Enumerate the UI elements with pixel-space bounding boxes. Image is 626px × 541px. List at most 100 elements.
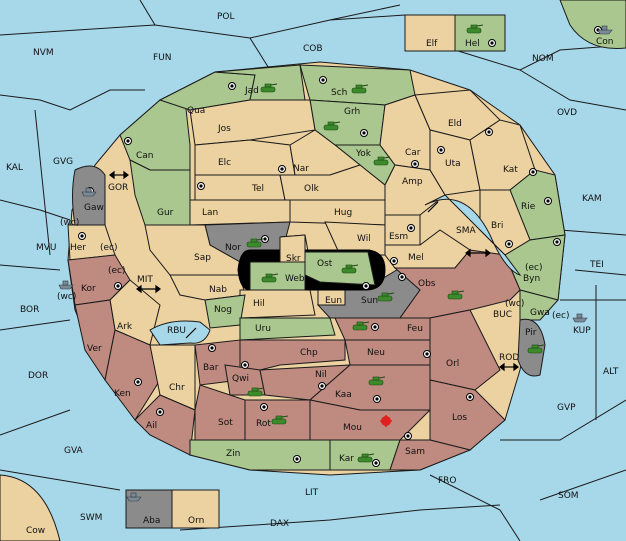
province-tel[interactable]: [194, 174, 286, 201]
tank-icon[interactable]: [261, 273, 279, 283]
label-car: Car: [405, 148, 421, 158]
label-bar: Bar: [203, 363, 219, 373]
label-esm: Esm: [389, 232, 408, 242]
label-cob: COB: [303, 44, 323, 54]
supply-center-icon: [488, 39, 496, 47]
label-pir: Pir: [525, 328, 537, 338]
supply-center-icon: [197, 182, 205, 190]
tank-icon[interactable]: [377, 292, 395, 302]
label-kar: Kar: [339, 454, 354, 464]
tank-icon[interactable]: [373, 156, 391, 166]
supply-center-icon: [423, 350, 431, 358]
label-qua: Qua: [187, 106, 205, 116]
supply-center-icon: [293, 455, 301, 463]
label-tei: TEI: [589, 260, 604, 270]
tank-icon[interactable]: [260, 83, 278, 93]
tank-icon[interactable]: [357, 453, 375, 463]
label-kup: KUP: [573, 326, 591, 336]
label-grh: Grh: [344, 107, 360, 117]
label-gvp: GVP: [557, 403, 576, 413]
supply-center-icon: [437, 146, 445, 154]
label-jad: Jad: [244, 86, 259, 96]
label-gur: Gur: [157, 208, 174, 218]
tank-icon[interactable]: [447, 290, 465, 300]
label-aba: Aba: [143, 516, 160, 526]
label-gaw: Gaw: [84, 203, 104, 213]
sea-sma[interactable]: [424, 194, 522, 276]
label-con: Con: [596, 37, 614, 47]
label-mit: MIT: [137, 275, 153, 285]
tank-icon[interactable]: [341, 264, 359, 274]
province-mou[interactable]: [309, 399, 432, 441]
supply-center-icon: [372, 459, 380, 467]
ship-icon[interactable]: [81, 187, 97, 197]
label-ver: Ver: [87, 344, 102, 354]
label-nil: Nil: [315, 370, 327, 380]
tank-icon[interactable]: [466, 24, 484, 34]
province-pir[interactable]: [517, 318, 546, 377]
label-gva: GVA: [64, 446, 84, 456]
tank-icon[interactable]: [323, 121, 341, 131]
label-uru: Uru: [255, 324, 271, 334]
tank-icon[interactable]: [271, 415, 289, 425]
supply-center-icon: [485, 128, 493, 136]
supply-centers: [78, 26, 602, 467]
label-sam: Sam: [405, 447, 425, 457]
tank-icon[interactable]: [352, 321, 370, 331]
supply-center-icon: [319, 76, 327, 84]
label-gvg: GVG: [53, 157, 73, 167]
ship-icon[interactable]: [597, 25, 613, 35]
province-sam[interactable]: [389, 439, 472, 471]
province-labels: POL NVM FUN COB NOM Con Elf Hel OVD KAL …: [6, 12, 619, 536]
tank-icon[interactable]: [368, 376, 386, 386]
label-orl: Orl: [446, 359, 459, 369]
label-rot: Rot: [256, 419, 271, 429]
coast-byn-ec: (ec): [525, 263, 543, 273]
supply-center-icon: [260, 403, 268, 411]
label-sma: SMA: [456, 226, 476, 236]
label-can: Can: [136, 151, 154, 161]
province-orn[interactable]: [171, 489, 220, 529]
label-los: Los: [452, 413, 467, 423]
coast-kor-ec: (ec): [108, 266, 126, 276]
supply-center-icon: [544, 197, 552, 205]
province-ail[interactable]: [134, 394, 196, 456]
ship-icon[interactable]: [58, 280, 74, 290]
ship-icon[interactable]: [572, 313, 588, 323]
supply-center-icon: [553, 238, 561, 246]
label-elc: Elc: [218, 158, 231, 168]
label-neu: Neu: [367, 348, 385, 358]
label-her: Her: [70, 243, 86, 253]
label-zin: Zin: [226, 449, 240, 459]
label-fro: FRO: [438, 476, 457, 486]
province-elf[interactable]: [404, 14, 456, 52]
province-gwa[interactable]: [519, 289, 559, 321]
label-wil: Wil: [357, 234, 371, 244]
province-zin[interactable]: [189, 439, 331, 471]
tank-icon[interactable]: [246, 238, 264, 248]
ship-icon[interactable]: [126, 492, 142, 502]
label-uta: Uta: [445, 159, 461, 169]
province-obs[interactable]: [393, 249, 521, 319]
province-uru[interactable]: [239, 317, 336, 341]
label-sch: Sch: [331, 88, 347, 98]
province-uta[interactable]: [429, 129, 481, 196]
label-alt: ALT: [603, 367, 619, 377]
supply-center-icon: [411, 160, 419, 168]
tank-icon[interactable]: [351, 84, 369, 94]
supply-center-icon: [390, 257, 398, 265]
tank-icon[interactable]: [247, 387, 265, 397]
units-layer: [58, 24, 613, 502]
supply-center-icon: [373, 395, 381, 403]
move-arrows: [109, 170, 519, 372]
supply-center-icon: [241, 361, 249, 369]
province-hil[interactable]: [239, 289, 316, 319]
province-neu[interactable]: [344, 339, 431, 366]
sea-rbu[interactable]: [149, 320, 211, 346]
coast-gaw-wc: (wc): [60, 218, 79, 228]
label-feu: Feu: [407, 324, 423, 334]
tank-icon[interactable]: [527, 344, 545, 354]
supply-center-icon: [360, 129, 368, 137]
supply-center-icon: [278, 165, 286, 173]
